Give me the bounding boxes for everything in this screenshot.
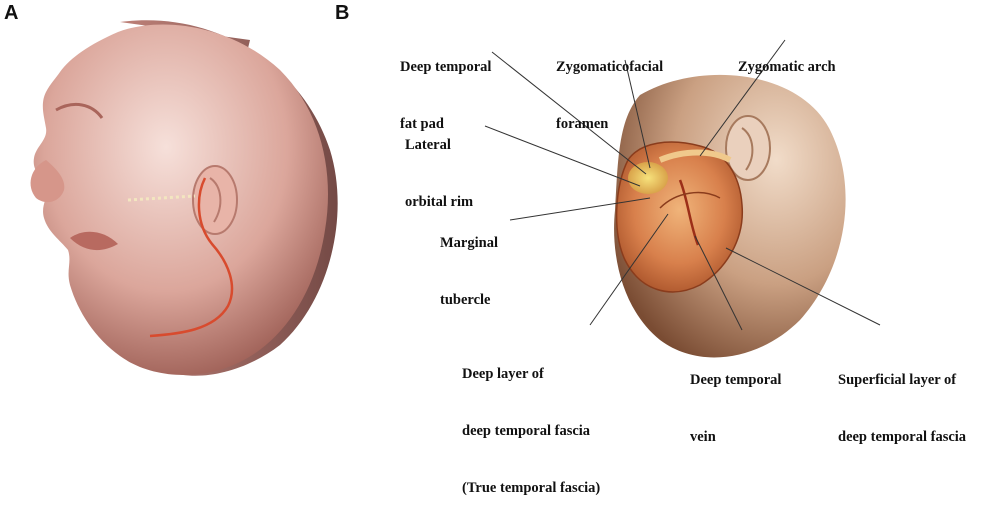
- label-line: Deep layer of: [462, 365, 600, 384]
- panel-label-b: B: [335, 2, 349, 25]
- label-line: tubercle: [440, 291, 498, 310]
- label-line: Lateral: [405, 136, 473, 155]
- label-line: Deep temporal: [690, 371, 781, 390]
- panel-label-a: A: [4, 2, 18, 25]
- label-line: (True temporal fascia): [462, 479, 600, 498]
- label-marginal-tubercle: Marginal tubercle: [440, 196, 498, 329]
- label-line: Zygomatic arch: [738, 58, 836, 77]
- label-deep-layer-fascia: Deep layer of deep temporal fascia (True…: [462, 327, 600, 517]
- fat-pad: [628, 162, 668, 194]
- label-line: Deep temporal: [400, 58, 491, 77]
- label-line: deep temporal fascia: [462, 422, 600, 441]
- label-line: Marginal: [440, 234, 498, 253]
- label-superficial-layer-fascia: Superficial layer of deep temporal fasci…: [838, 333, 966, 466]
- label-line: foramen: [556, 115, 663, 134]
- label-line: Zygomaticofacial: [556, 58, 663, 77]
- label-deep-temporal-vein: Deep temporal vein: [690, 333, 781, 466]
- label-zygomaticofacial-foramen: Zygomaticofacial foramen: [556, 20, 663, 153]
- label-line: vein: [690, 428, 781, 447]
- label-line: Superficial layer of: [838, 371, 966, 390]
- label-zygomatic-arch: Zygomatic arch: [738, 20, 836, 96]
- head-silhouette: [34, 24, 328, 375]
- label-line: deep temporal fascia: [838, 428, 966, 447]
- panel-a-head: [31, 20, 338, 376]
